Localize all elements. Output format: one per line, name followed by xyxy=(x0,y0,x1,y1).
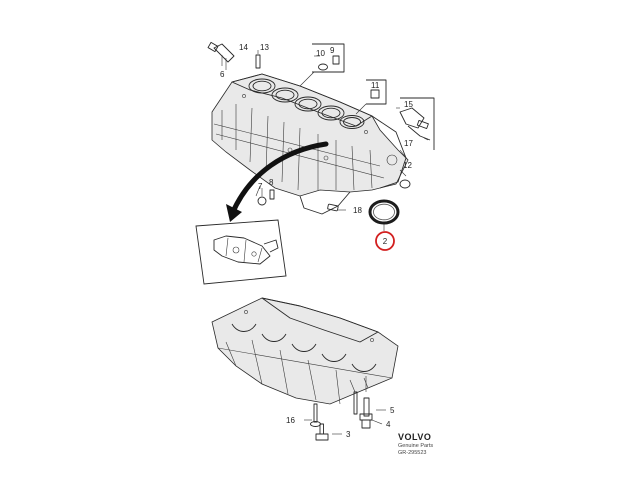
part-13-dowel xyxy=(255,54,261,69)
callout-11: 11 xyxy=(371,81,380,90)
part-15-17-group xyxy=(399,97,435,161)
part-2-crank-seal xyxy=(368,199,400,231)
brand-name: VOLVO xyxy=(398,432,431,442)
part-14-oil-jet xyxy=(207,41,235,70)
diagram-reference: GR-295523 xyxy=(398,450,426,456)
callout-6: 6 xyxy=(220,70,225,79)
callout-7: 7 xyxy=(258,182,263,191)
callout-10: 10 xyxy=(316,49,325,58)
callout-16: 16 xyxy=(286,416,295,425)
callout-18: 18 xyxy=(353,206,362,215)
part-18-dowel xyxy=(327,203,339,212)
callout-13: 13 xyxy=(260,43,269,52)
brand-block: VOLVO Genuine Parts GR-295523 xyxy=(398,432,433,456)
part-11-group xyxy=(355,79,387,115)
bolt-16-3 xyxy=(310,403,329,441)
detail-inset xyxy=(195,219,287,285)
callout-3: 3 xyxy=(346,430,351,439)
callout-5: 5 xyxy=(390,406,395,415)
callout-leaders xyxy=(221,50,429,435)
bedplate-lower xyxy=(211,297,399,405)
callout-8: 8 xyxy=(269,178,274,187)
callout-2-highlight: 2 xyxy=(375,231,395,251)
brand-subtitle: Genuine Parts xyxy=(398,443,433,449)
part-9-10-group xyxy=(299,43,345,87)
part-12-plug xyxy=(399,179,411,189)
callout-14: 14 xyxy=(239,43,248,52)
detail-pointer-arrow xyxy=(226,141,329,222)
engine-block-upper xyxy=(211,73,409,215)
highlight-ring xyxy=(375,231,395,251)
callout-9: 9 xyxy=(330,46,335,55)
callout-17: 17 xyxy=(404,139,413,148)
callout-4: 4 xyxy=(386,420,391,429)
callout-15: 15 xyxy=(404,100,413,109)
callout-12: 12 xyxy=(403,161,412,170)
part-7-8-bolts xyxy=(255,185,275,206)
callout-2: 2 xyxy=(383,237,388,246)
callout-labels: 14 13 6 9 10 11 15 17 12 7 8 18 16 3 4 5 xyxy=(220,43,413,439)
